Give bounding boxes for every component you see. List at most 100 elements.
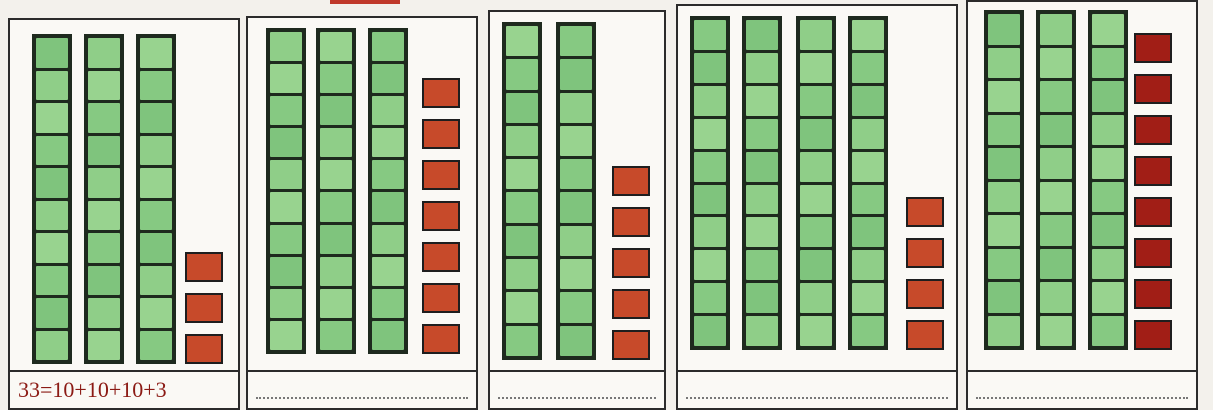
- rod-cell: [1040, 14, 1072, 45]
- rod-cell: [320, 321, 352, 350]
- unit-cube: [1134, 197, 1172, 227]
- answer-line[interactable]: [968, 370, 1196, 408]
- unit-cube: [1134, 33, 1172, 63]
- unit-cube: [1134, 74, 1172, 104]
- rod-cell: [36, 168, 68, 198]
- rod-cell: [694, 86, 726, 116]
- rod-cell: [746, 86, 778, 116]
- unit-cube: [185, 334, 223, 364]
- rod-cell: [140, 298, 172, 328]
- rod-cell: [694, 217, 726, 247]
- answer-line[interactable]: [678, 370, 956, 408]
- rod-cell: [270, 32, 302, 61]
- ten-rod: [848, 16, 888, 350]
- rod-cell: [320, 289, 352, 318]
- answer-line[interactable]: [248, 370, 476, 408]
- ten-rod: [556, 22, 596, 360]
- rod-cell: [1040, 316, 1072, 347]
- rod-cell: [140, 331, 172, 361]
- ten-rod: [742, 16, 782, 350]
- ten-rod: [266, 28, 306, 354]
- rod-cell: [506, 192, 538, 222]
- rod-cell: [140, 233, 172, 263]
- rod-cell: [1040, 48, 1072, 79]
- rod-cell: [800, 250, 832, 280]
- rod-cell: [560, 192, 592, 222]
- rod-cell: [36, 71, 68, 101]
- rod-cell: [372, 192, 404, 221]
- rod-cell: [852, 283, 884, 313]
- place-value-card: [676, 4, 958, 410]
- rod-cell: [506, 326, 538, 356]
- rod-cell: [694, 119, 726, 149]
- rod-cell: [1092, 115, 1124, 146]
- rod-cell: [372, 96, 404, 125]
- rod-cell: [506, 292, 538, 322]
- answer-text: 33=10+10+10+3: [18, 377, 167, 403]
- answer-line[interactable]: [490, 370, 664, 408]
- ten-rod: [690, 16, 730, 350]
- unit-cube: [422, 119, 460, 149]
- rod-cell: [1092, 148, 1124, 179]
- rod-cell: [988, 182, 1020, 213]
- ten-rod: [32, 34, 72, 364]
- dotted-blank: [976, 396, 1188, 399]
- rod-cell: [746, 217, 778, 247]
- rod-cell: [320, 192, 352, 221]
- rod-cell: [506, 226, 538, 256]
- rod-cell: [988, 249, 1020, 280]
- unit-cube: [906, 197, 944, 227]
- rod-cell: [320, 32, 352, 61]
- rod-cell: [852, 86, 884, 116]
- rod-cell: [1040, 148, 1072, 179]
- unit-cube: [906, 320, 944, 350]
- unit-cube: [422, 78, 460, 108]
- rod-cell: [88, 331, 120, 361]
- rod-cell: [88, 103, 120, 133]
- rod-cell: [746, 283, 778, 313]
- rod-cell: [988, 115, 1020, 146]
- rod-cell: [36, 331, 68, 361]
- rod-cell: [36, 233, 68, 263]
- rod-cell: [1040, 215, 1072, 246]
- rod-cell: [1092, 81, 1124, 112]
- rod-cell: [36, 298, 68, 328]
- rod-cell: [852, 152, 884, 182]
- rod-cell: [800, 185, 832, 215]
- rod-cell: [372, 128, 404, 157]
- rod-cell: [1092, 215, 1124, 246]
- unit-cube: [185, 293, 223, 323]
- rod-cell: [372, 160, 404, 189]
- rod-cell: [88, 71, 120, 101]
- rod-cell: [506, 159, 538, 189]
- rod-cell: [36, 266, 68, 296]
- rod-cell: [320, 225, 352, 254]
- rod-cell: [506, 26, 538, 56]
- answer-line[interactable]: 33=10+10+10+3: [10, 370, 238, 408]
- rod-cell: [1092, 48, 1124, 79]
- rod-cell: [694, 185, 726, 215]
- rod-cell: [88, 168, 120, 198]
- rod-cell: [88, 38, 120, 68]
- rod-cell: [372, 32, 404, 61]
- rod-cell: [560, 292, 592, 322]
- rod-cell: [1092, 282, 1124, 313]
- rod-cell: [988, 81, 1020, 112]
- rod-cell: [1092, 316, 1124, 347]
- unit-cube: [185, 252, 223, 282]
- rod-cell: [1092, 249, 1124, 280]
- place-value-card: [966, 0, 1198, 410]
- rod-cell: [852, 217, 884, 247]
- rod-cell: [270, 96, 302, 125]
- rod-cell: [988, 148, 1020, 179]
- ten-rod: [796, 16, 836, 350]
- ten-rod: [502, 22, 542, 360]
- rod-cell: [270, 321, 302, 350]
- rod-cell: [88, 136, 120, 166]
- rod-cell: [694, 20, 726, 50]
- rod-cell: [852, 119, 884, 149]
- top-scribble: [330, 0, 400, 4]
- rod-cell: [560, 259, 592, 289]
- rod-cell: [320, 257, 352, 286]
